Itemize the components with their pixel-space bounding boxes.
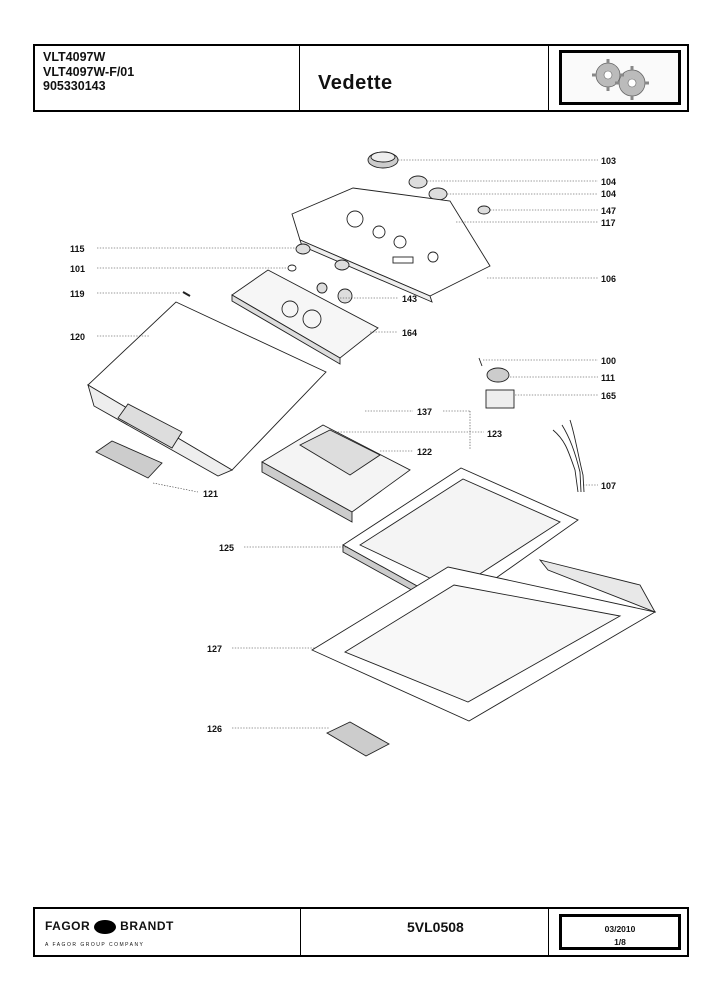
part-label-125: 125	[219, 543, 234, 553]
part-103-knob	[367, 151, 399, 169]
manufacturer-box: FAGOR BRANDT A FAGOR GROUP COMPANY	[35, 909, 301, 955]
gear-emblem-box	[548, 46, 687, 110]
company-name-2: BRANDT	[120, 919, 174, 933]
part-label-106: 106	[601, 274, 616, 284]
part-label-121: 121	[203, 489, 218, 499]
part-label-147: 147	[601, 206, 616, 216]
model-info: VLT4097W VLT4097W-F/01 905330143	[35, 46, 300, 110]
part-label-164: 164	[402, 328, 417, 338]
model-line-2: VLT4097W-F/01	[43, 64, 135, 79]
part-label-137: 137	[417, 407, 432, 417]
brandt-logo-icon	[94, 919, 117, 934]
part-121-handle	[95, 440, 163, 479]
part-107-wiring	[552, 419, 585, 493]
document-code: 5VL0508	[407, 919, 464, 935]
document-date: 03/2010	[604, 924, 636, 934]
brand-name: Vedette	[318, 72, 393, 94]
part-label-122: 122	[417, 447, 432, 457]
gears-icon	[592, 59, 649, 100]
title-block-header: VLT4097W VLT4097W-F/01 905330143 Vedette	[33, 44, 689, 112]
part-label-143: 143	[402, 294, 417, 304]
part-label-107: 107	[601, 481, 616, 491]
manufacturer-logo: FAGOR BRANDT	[45, 919, 174, 934]
part-104-knobs	[408, 175, 448, 201]
part-164-control-board	[231, 269, 379, 365]
part-126-hinge	[326, 721, 390, 757]
title-block-footer: FAGOR BRANDT A FAGOR GROUP COMPANY 5VL050…	[33, 907, 689, 957]
company-tagline: A FAGOR GROUP COMPANY	[45, 942, 145, 948]
part-127-top-frame	[311, 559, 657, 722]
part-labels: 103 104 104 147 117 106 115 101 143 119 164 120 100 1…	[70, 156, 616, 734]
leader-lines	[97, 159, 598, 729]
part-label-104: 104	[601, 189, 616, 199]
part-label-115: 115	[70, 244, 85, 254]
part-label-111: 111	[601, 373, 615, 383]
part-label-127: 127	[207, 644, 222, 654]
part-106-control-panel	[291, 187, 491, 303]
part-120-lid	[87, 301, 327, 477]
part-label-117: 117	[601, 218, 616, 228]
model-line-3: 905330143	[43, 79, 106, 93]
part-122-dispenser	[261, 424, 411, 523]
part-label-165: 165	[601, 391, 616, 401]
part-label-104: 104	[601, 177, 616, 187]
page-number: 1/8	[614, 937, 626, 947]
part-label-126: 126	[207, 724, 222, 734]
part-100-111-165-lock	[478, 357, 515, 409]
part-label-103: 103	[601, 156, 616, 166]
part-label-119: 119	[70, 289, 85, 299]
part-label-100: 100	[601, 356, 616, 366]
part-label-123: 123	[487, 429, 502, 439]
gear-emblem-frame	[559, 50, 681, 105]
company-name-1: FAGOR	[45, 919, 91, 933]
model-line-1: VLT4097W	[43, 50, 106, 64]
brand-logo: Vedette	[318, 72, 393, 95]
part-label-120: 120	[70, 332, 85, 342]
part-119-clip	[182, 291, 191, 297]
date-page-box: 03/2010 1/8	[548, 909, 687, 955]
part-115-101-small-parts	[287, 243, 350, 272]
part-label-101: 101	[70, 264, 85, 274]
date-page-frame: 03/2010 1/8	[559, 914, 681, 950]
